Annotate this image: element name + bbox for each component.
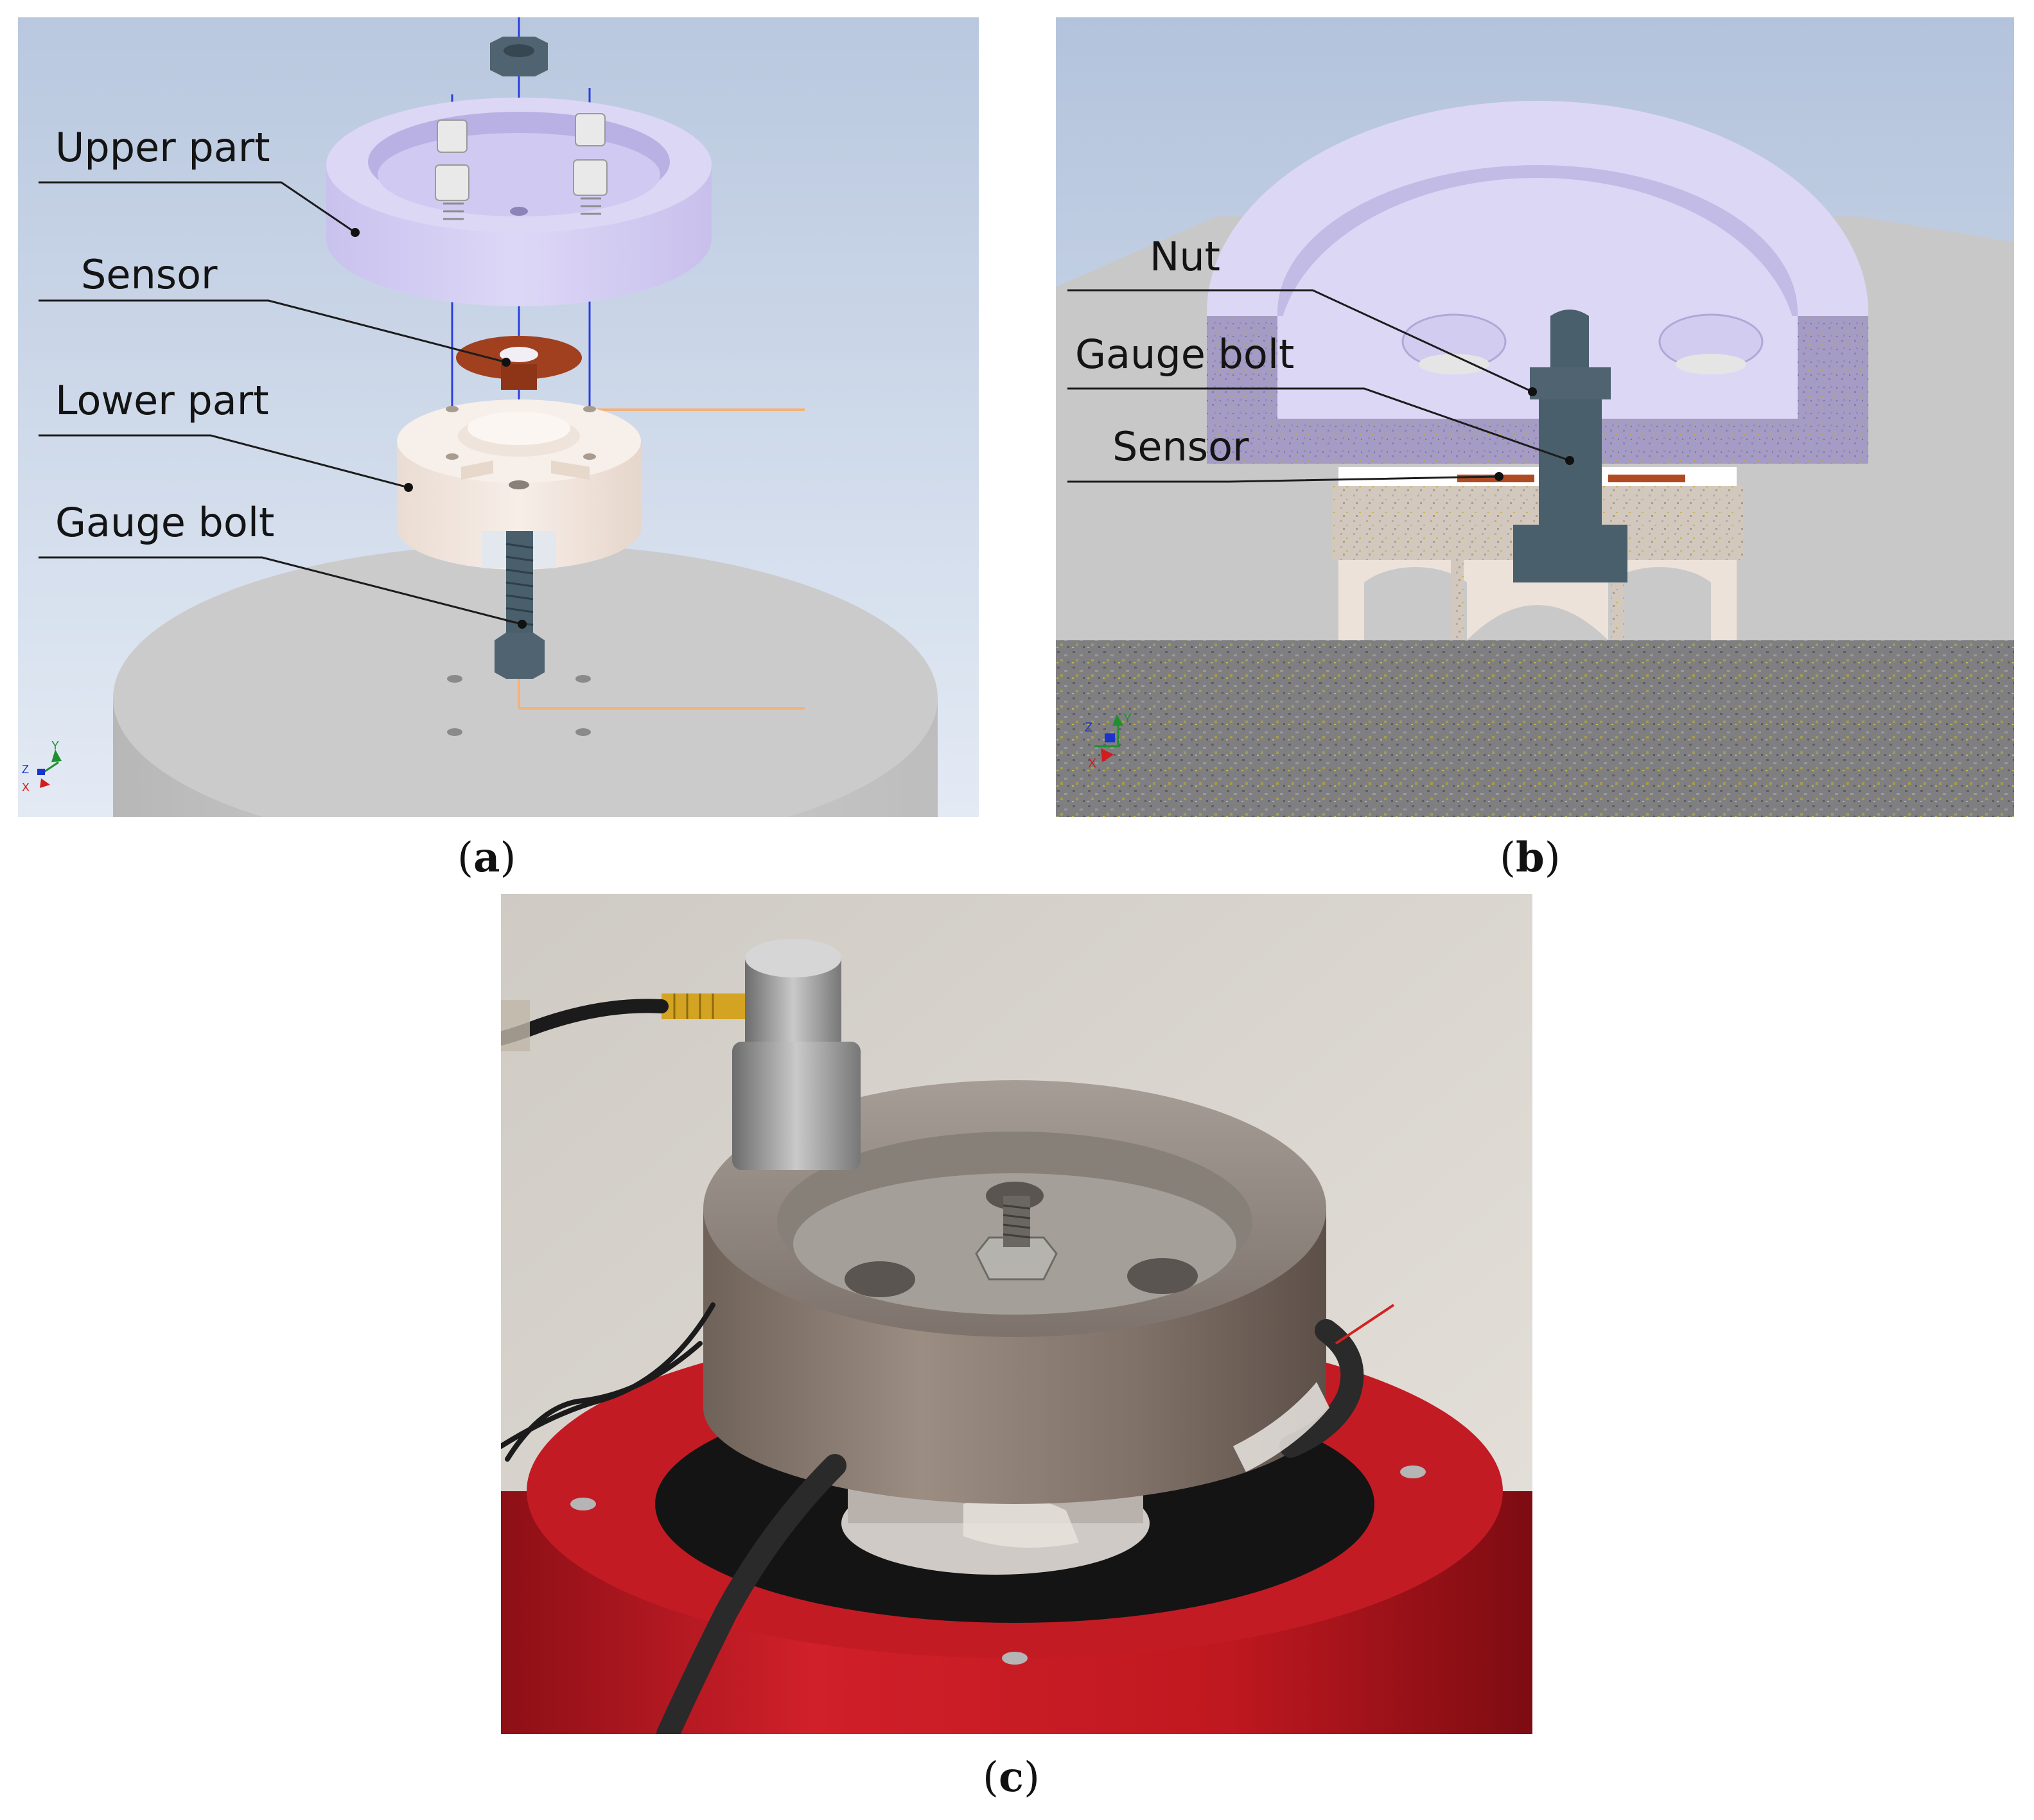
label-sensor: Sensor (81, 251, 218, 298)
panel-b-section-view: Y Z X Nut Gauge bolt Sensor (1056, 17, 2014, 817)
experimental-setup-photo (501, 894, 1532, 1734)
label-lower-part: Lower part (55, 377, 269, 424)
axis-x-label-a: X (22, 781, 30, 794)
panel-c-photo (501, 894, 1532, 1734)
axis-x-label-b: X (1088, 757, 1096, 771)
shaker-table (113, 544, 938, 817)
caption-b: (b) (1500, 834, 1561, 882)
upper-part (326, 98, 712, 306)
axis-z-label-b: Z (1085, 721, 1092, 735)
axis-y-label-a: Y (51, 739, 59, 752)
caption-a: (a) (457, 834, 516, 882)
table-section (1056, 640, 2014, 817)
label-gauge-bolt-b: Gauge bolt (1075, 331, 1295, 378)
exploded-cad-view: Y Z X (18, 17, 979, 817)
section-cad-view: Y Z X (1056, 17, 2014, 817)
sensor-washer (456, 336, 582, 390)
caption-c: (c) (983, 1753, 1040, 1801)
gauge-bolt (495, 531, 545, 679)
label-sensor-b: Sensor (1112, 423, 1249, 470)
accelerometer (662, 939, 861, 1170)
nut-section (1530, 367, 1611, 399)
lower-part (397, 399, 641, 570)
top-nut (490, 37, 548, 76)
axis-triad-a (37, 749, 62, 788)
label-gauge-bolt: Gauge bolt (55, 499, 275, 546)
axis-y-label-b: Y (1123, 712, 1132, 726)
axis-z-label-a: Z (22, 763, 29, 776)
axis-triad-b (1094, 714, 1123, 762)
label-nut: Nut (1150, 233, 1220, 280)
gauge-bolt-section (1513, 310, 1627, 582)
panel-a-exploded-view: Y Z X Upper part Sensor Lower part Gauge… (18, 17, 979, 817)
label-upper-part: Upper part (55, 124, 270, 171)
